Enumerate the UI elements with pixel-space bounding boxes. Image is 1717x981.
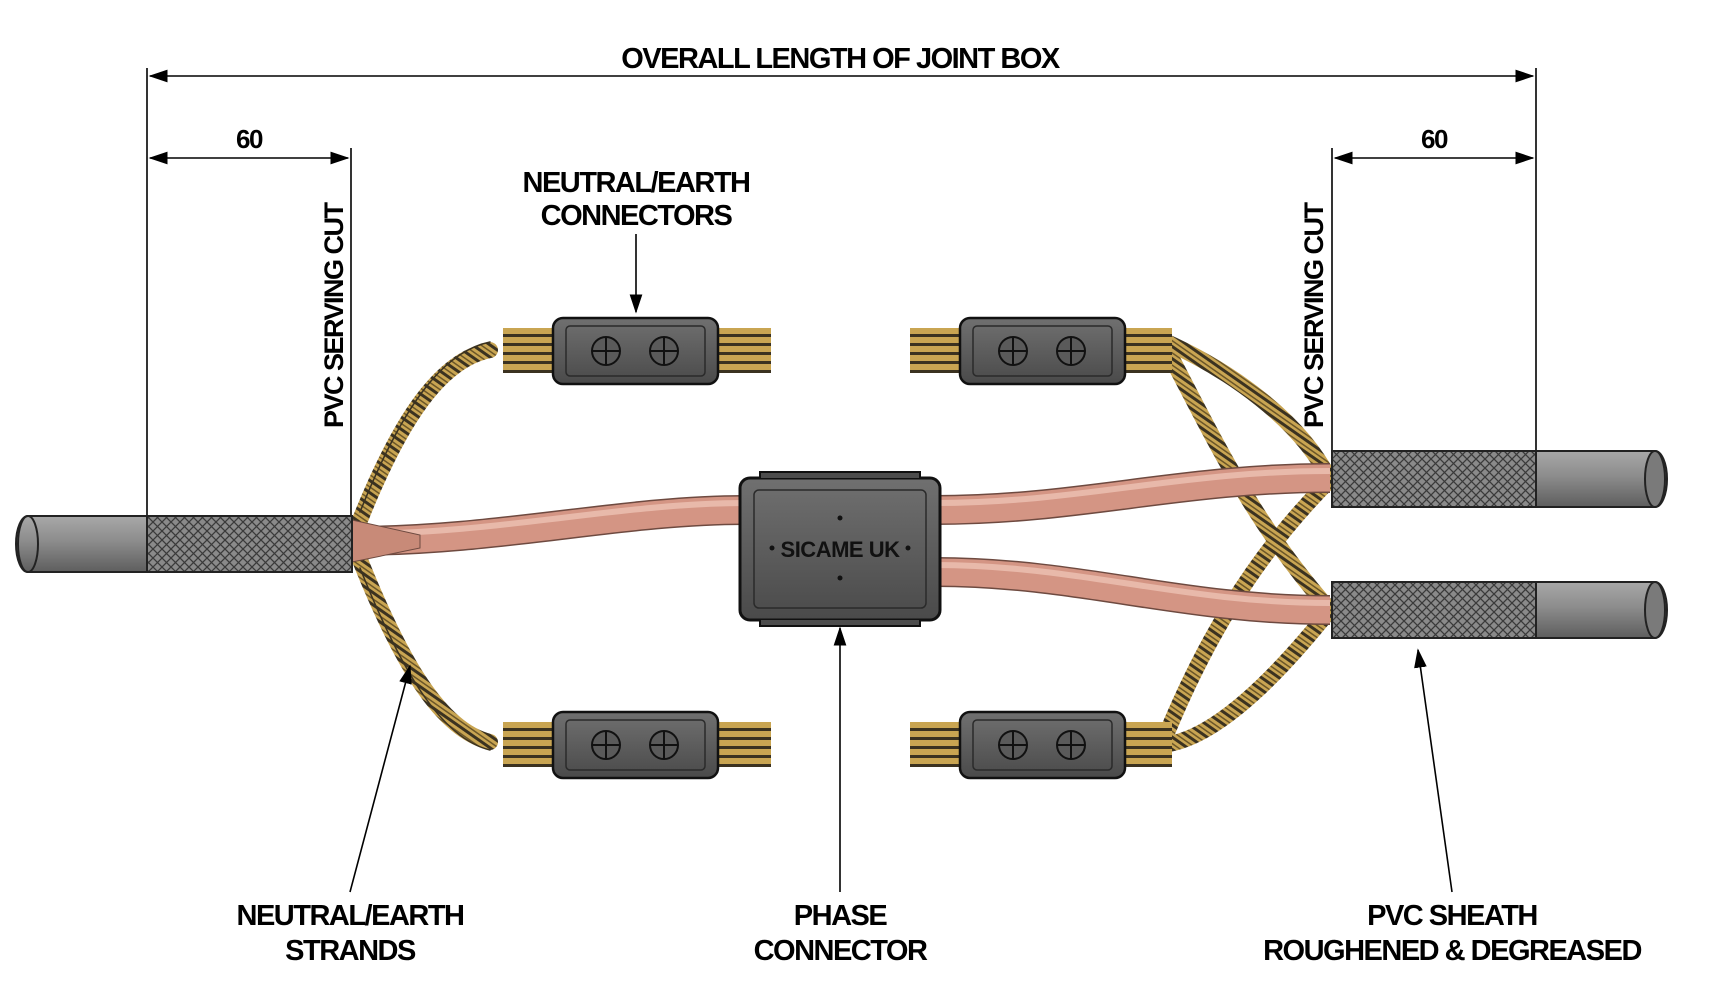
neutral-earth-strands-label-line2: STRANDS bbox=[285, 935, 416, 967]
left-cable bbox=[15, 515, 353, 573]
neutral-earth-connector-top-left bbox=[551, 316, 720, 386]
neutral-earth-connector-top-right bbox=[958, 316, 1127, 386]
dimension-lines bbox=[146, 68, 1537, 520]
phase-connector: SICAME UK bbox=[738, 471, 942, 627]
phase-connector-label-line2: CONNECTOR bbox=[754, 935, 928, 967]
right-cable-lower bbox=[1331, 581, 1668, 639]
pvc-sheath-label-line1: PVC SHEATH bbox=[1367, 900, 1537, 932]
serving-cut-right-label: PVC SERVING CUT bbox=[1299, 201, 1329, 428]
phase-connector-label-line1: PHASE bbox=[794, 900, 888, 932]
right-dimension-value: 60 bbox=[1421, 124, 1448, 154]
neutral-earth-connector-bottom-left bbox=[551, 710, 720, 780]
neutral-earth-connectors-label-line2: CONNECTORS bbox=[541, 200, 733, 232]
overall-length-label: OVERALL LENGTH OF JOINT BOX bbox=[621, 43, 1061, 75]
neutral-earth-connectors-label-line1: NEUTRAL/EARTH bbox=[523, 167, 750, 199]
pvc-sheath-label-line2: ROUGHENED & DEGREASED bbox=[1263, 935, 1641, 967]
neutral-earth-connector-bottom-right bbox=[958, 710, 1127, 780]
right-cable-upper bbox=[1331, 450, 1668, 508]
connector-brand-label: SICAME UK bbox=[781, 537, 901, 562]
left-dimension-value: 60 bbox=[236, 124, 263, 154]
leader-lines bbox=[349, 234, 1453, 893]
neutral-earth-strands-label-line1: NEUTRAL/EARTH bbox=[237, 900, 464, 932]
serving-cut-left-label: PVC SERVING CUT bbox=[319, 201, 349, 428]
